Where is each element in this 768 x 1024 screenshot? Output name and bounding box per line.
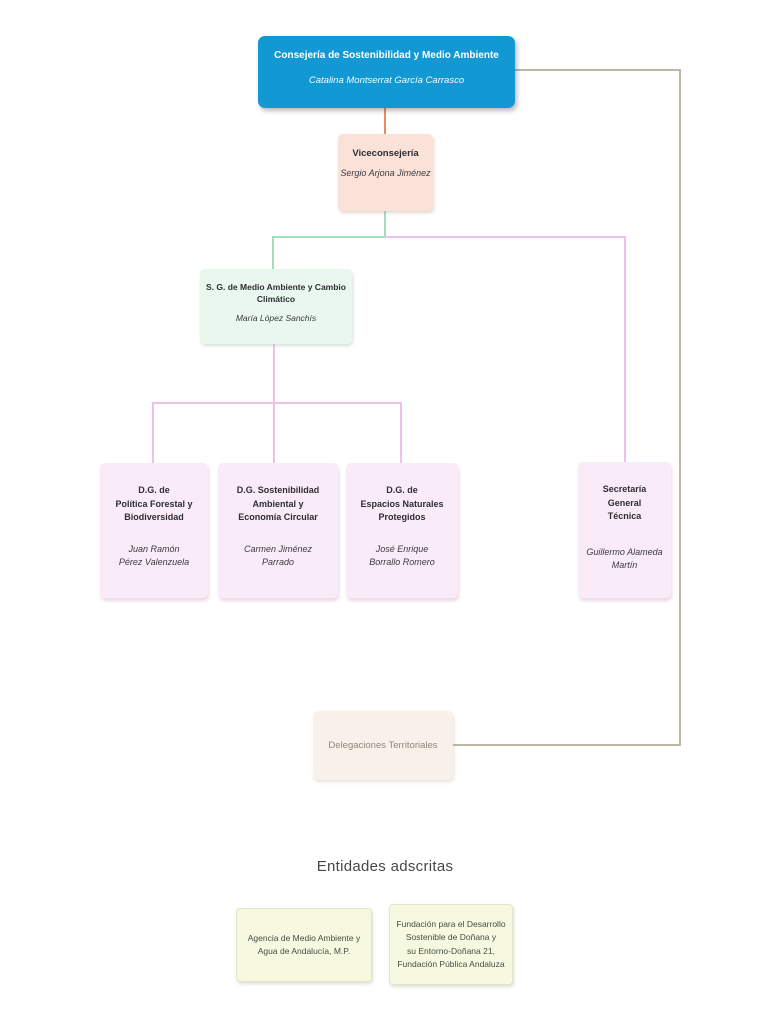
connector-sg-stem	[273, 344, 275, 404]
org-node-dg-politica-forestal: D.G. de Política Forestal y Biodiversida…	[100, 463, 208, 598]
connector-viceconsejeria-secretaria-horizontal	[385, 236, 626, 238]
entity-agencia-medio-ambiente: Agencia de Medio Ambiente y Agua de Anda…	[236, 908, 372, 982]
org-node-dg-sostenibilidad: D.G. Sostenibilidad Ambiental y Economía…	[218, 463, 338, 598]
connector-consejeria-delegaciones-top	[515, 69, 680, 71]
node-title: D.G. de Espacios Naturales Protegidos	[360, 485, 444, 522]
node-person: Sergio Arjona Jiménez	[340, 168, 431, 178]
entity-fundacion-donana: Fundación para el Desarrollo Sostenible …	[389, 904, 513, 985]
connector-viceconsejeria-stem	[384, 210, 386, 238]
connector-sg-dg2-vertical	[273, 402, 275, 463]
org-node-sg-medio-ambiente: S. G. de Medio Ambiente y Cambio Climáti…	[200, 269, 352, 344]
entity-label: Agencia de Medio Ambiente y Agua de Anda…	[247, 932, 361, 956]
node-person: María López Sanchís	[235, 312, 317, 323]
node-person: Juan Ramón Pérez Valenzuela	[118, 543, 190, 568]
node-title: D.G. de Política Forestal y Biodiversida…	[115, 485, 193, 522]
node-person: Catalina Montserrat García Carrasco	[308, 75, 465, 86]
connector-sg-dg-horizontal	[152, 402, 402, 404]
node-title: Viceconsejería	[352, 148, 419, 159]
connector-sg-dg1-vertical	[152, 402, 154, 463]
org-node-viceconsejeria: Viceconsejería Sergio Arjona Jiménez	[338, 134, 433, 211]
connector-consejeria-delegaciones-bottom	[452, 744, 680, 746]
node-title: Consejería de Sostenibilidad y Medio Amb…	[274, 50, 499, 61]
connector-consejeria-viceconsejeria	[384, 108, 386, 135]
org-node-secretaria-general-tecnica: Secretaría General Técnica Guillermo Ala…	[578, 462, 671, 598]
node-person: José Enrique Borrallo Romero	[369, 543, 435, 568]
org-node-delegaciones-territoriales: Delegaciones Territoriales	[313, 711, 453, 780]
entity-label: Fundación para el Desarrollo Sostenible …	[396, 919, 506, 969]
connector-sg-dg3-vertical	[400, 402, 402, 463]
connector-viceconsejeria-secretaria-vertical	[624, 236, 626, 462]
node-title: Delegaciones Territoriales	[328, 740, 438, 751]
node-title: S. G. de Medio Ambiente y Cambio Climáti…	[206, 282, 346, 305]
connector-viceconsejeria-sg-vertical	[272, 236, 274, 269]
node-person: Guillermo Alameda Martín	[586, 546, 663, 571]
entidades-adscritas-heading: Entidades adscritas	[316, 858, 454, 875]
node-title: D.G. Sostenibilidad Ambiental y Economía…	[236, 485, 320, 522]
connector-viceconsejeria-sg-horizontal	[272, 236, 387, 238]
connector-consejeria-delegaciones-side	[679, 69, 681, 746]
node-title: Secretaría General Técnica	[602, 484, 647, 521]
node-person: Carmen Jiménez Parrado	[243, 543, 313, 568]
org-node-consejeria: Consejería de Sostenibilidad y Medio Amb…	[258, 36, 515, 108]
org-node-dg-espacios-naturales: D.G. de Espacios Naturales Protegidos Jo…	[346, 463, 458, 598]
